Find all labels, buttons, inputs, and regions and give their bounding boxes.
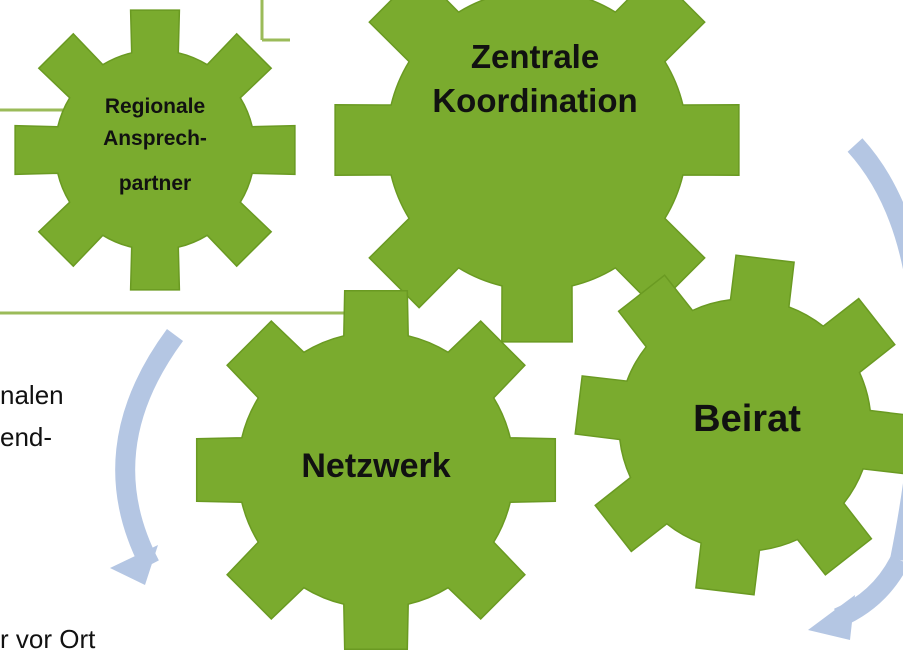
gear-label-line: Ansprech-: [103, 127, 207, 150]
gear-icon: [574, 254, 903, 596]
gear-icon: [195, 289, 557, 651]
gear-label-line: Netzwerk: [301, 447, 450, 485]
gear-label-line: Zentrale: [471, 38, 599, 75]
gear-label-beirat: Beirat: [693, 398, 801, 440]
gear-label-line: Beirat: [693, 398, 801, 440]
gear-label-line: partner: [119, 172, 191, 195]
curved-arrow-head-icon: [808, 595, 855, 640]
gear-label-netzwerk: Netzwerk: [301, 447, 450, 485]
body-text-line: end-: [0, 422, 52, 452]
gear-label-line: Koordination: [432, 82, 637, 119]
curved-arrow-icon: [847, 138, 903, 561]
gear-icon: [14, 9, 296, 291]
body-text-line: r vor Ort: [0, 624, 96, 652]
curved-arrow-icon: [115, 329, 184, 570]
body-text-line: nalen: [0, 380, 64, 410]
curved-arrow-head-icon: [110, 545, 158, 585]
gear-label-line: Regionale: [105, 95, 205, 118]
gear-label-zentral: Zentrale Koordination: [432, 38, 637, 119]
gear-label-regional: Regionale Ansprech- partner: [103, 95, 207, 195]
gear-icon: [334, 0, 740, 343]
